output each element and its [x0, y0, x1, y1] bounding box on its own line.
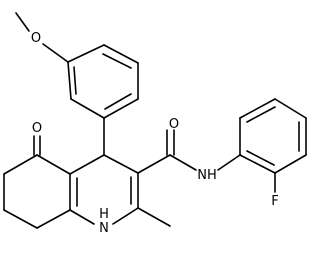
bond-c2-methyl	[137, 207, 171, 227]
ring-nh-n-label: N	[99, 221, 109, 236]
bond-ar5	[70, 98, 105, 119]
bond-fph-inner3	[246, 150, 275, 166]
bond-c7-c8	[3, 209, 38, 229]
bond-fph3	[274, 98, 307, 119]
fluorine-label: F	[271, 194, 278, 209]
bond-ar-inner2	[104, 93, 132, 110]
bond-n-aryl	[217, 154, 241, 171]
bond-c2-n1	[112, 207, 139, 225]
bond-o-aryl	[42, 43, 69, 63]
bond-ar-inner3	[73, 66, 77, 95]
bond-c3-amide-c	[137, 154, 171, 174]
bond-ar1	[67, 44, 105, 63]
bond-ar6	[67, 61, 72, 100]
bond-n1-c8a	[69, 209, 95, 225]
bond-c4a-c5	[36, 154, 71, 175]
ring-nh-h-label: H	[99, 207, 109, 222]
bond-lines	[3, 12, 307, 229]
methoxy-oxygen-label: O	[31, 31, 41, 46]
bond-ar4	[103, 98, 139, 119]
bond-c4a-c4	[69, 154, 105, 175]
bond-methyl-o	[15, 12, 30, 32]
bond-c8-c8a	[36, 209, 71, 229]
bond-fph6	[239, 154, 276, 174]
ketone-oxygen-label: O	[32, 121, 42, 136]
amide-nh-label: NH	[197, 168, 217, 183]
bond-ar-inner1	[102, 53, 132, 69]
amide-oxygen-label: O	[169, 117, 179, 132]
bond-c4-c3	[103, 154, 139, 174]
bond-ar2	[103, 44, 139, 64]
bond-fph2	[239, 98, 276, 119]
bond-fph5	[274, 154, 307, 174]
atom-labels: O O O NH H N F	[31, 31, 279, 236]
bond-amide-c-n	[169, 154, 197, 171]
bond-c5-c6	[3, 154, 38, 175]
bond-fph-inner1	[246, 106, 276, 123]
